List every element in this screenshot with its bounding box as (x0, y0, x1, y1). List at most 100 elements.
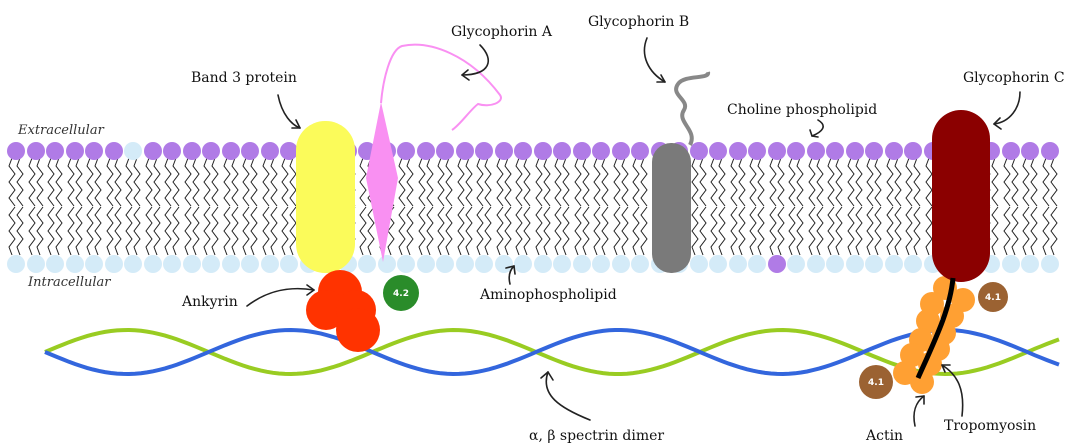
lipid-tail (282, 207, 288, 255)
phospholipid-head (261, 255, 279, 273)
lipid-tail (906, 207, 912, 255)
lipid-tail (594, 207, 600, 255)
lipid-tail (360, 158, 366, 206)
lipid-tail (271, 158, 277, 206)
phospholipid-head (885, 255, 903, 273)
protein-4-2-label: 4.2 (393, 289, 409, 299)
lipid-tail (731, 207, 737, 255)
phospholipid-head (261, 142, 279, 160)
lipid-tail (505, 158, 511, 206)
phospholipid-head (241, 255, 259, 273)
lipid-tail (212, 158, 218, 206)
phospholipid-head (183, 255, 201, 273)
phospholipid-head (534, 255, 552, 273)
lipid-tail (817, 207, 823, 255)
lipid-tail (185, 158, 191, 206)
lipid-tail (204, 158, 210, 206)
phospholipid-head (787, 142, 805, 160)
glycophorin-a-chain (381, 45, 501, 130)
lipid-tail (895, 158, 901, 206)
phospholipid-head (417, 255, 435, 273)
protein-4-1-label: 4.1 (868, 378, 884, 388)
lipid-tail (263, 207, 269, 255)
lipid-tail (126, 207, 132, 255)
lipid-tail (575, 207, 581, 255)
band3-label: Band 3 protein (191, 70, 297, 86)
lipid-tail (836, 207, 842, 255)
glycophorin-b (652, 72, 708, 273)
lipid-tail (633, 158, 639, 206)
lipid-tail (173, 207, 179, 255)
protein-4-1-upper: 4.1 (978, 282, 1008, 312)
lipid-tail (797, 207, 803, 255)
lipid-tail (711, 207, 717, 255)
lipid-tail (1043, 207, 1049, 255)
lipid-tail (134, 158, 140, 206)
phospholipid-head (495, 142, 513, 160)
lipid-tail (477, 158, 483, 206)
lipid-tail (56, 158, 62, 206)
lipid-tail (232, 207, 238, 255)
lipid-tail (446, 207, 452, 255)
lipid-tail (1031, 207, 1037, 255)
lipid-tail (76, 207, 82, 255)
lipid-tail (731, 158, 737, 206)
lipid-tail (115, 207, 121, 255)
lipid-tail (544, 207, 550, 255)
phospholipid-head (27, 255, 45, 273)
inner-phospholipid-heads (7, 255, 1059, 273)
lipid-tail (641, 158, 647, 206)
lipid-tail (758, 158, 764, 206)
lipid-tail (836, 158, 842, 206)
phospholipid-head (280, 255, 298, 273)
lipid-tail (614, 207, 620, 255)
phospholipid-head (846, 255, 864, 273)
lipid-tail (282, 158, 288, 206)
lipid-tail (809, 207, 815, 255)
lipid-tail (115, 158, 121, 206)
lipid-tail (692, 207, 698, 255)
phospholipid-head (865, 255, 883, 273)
lipid-tail (856, 207, 862, 255)
phospholipid-head (66, 255, 84, 273)
phospholipid-head (397, 142, 415, 160)
lipid-tail (563, 158, 569, 206)
glycophorin-b-chain (676, 72, 708, 145)
lipid-tail (797, 158, 803, 206)
lipid-tail (583, 207, 589, 255)
phospholipid-head (826, 142, 844, 160)
phospholipid-head (709, 142, 727, 160)
lipid-tail (536, 207, 542, 255)
lipid-tail (497, 207, 503, 255)
phospholipid-head (1041, 255, 1059, 273)
lipid-tail (243, 207, 249, 255)
lipid-tail (555, 207, 561, 255)
phospholipid-head (7, 142, 25, 160)
lipid-tail (95, 207, 101, 255)
phospholipid-head (631, 255, 649, 273)
lipid-tail (926, 158, 932, 206)
lipid-tail (750, 158, 756, 206)
lipid-tail (107, 207, 113, 255)
lipid-tail (524, 207, 530, 255)
phospholipid-head (475, 142, 493, 160)
lipid-tail (368, 207, 374, 255)
phospholipid-head (456, 255, 474, 273)
lipid-tail (263, 158, 269, 206)
lipid-tail (711, 158, 717, 206)
lipid-tail (778, 158, 784, 206)
lipid-tail (224, 158, 230, 206)
lipid-tail (758, 207, 764, 255)
aminophospholipid-label: Aminophospholipid (479, 287, 617, 303)
phospholipid-head (514, 255, 532, 273)
phospholipid-head (807, 255, 825, 273)
lipid-tail (1004, 207, 1010, 255)
actin-arrow (914, 396, 924, 426)
phospholipid-head (436, 142, 454, 160)
lipid-tail (37, 207, 43, 255)
phospholipid-head (553, 142, 571, 160)
lipid-tail (9, 207, 15, 255)
band3-protein (296, 121, 355, 273)
phospholipid-head (690, 142, 708, 160)
phospholipid-head (553, 255, 571, 273)
